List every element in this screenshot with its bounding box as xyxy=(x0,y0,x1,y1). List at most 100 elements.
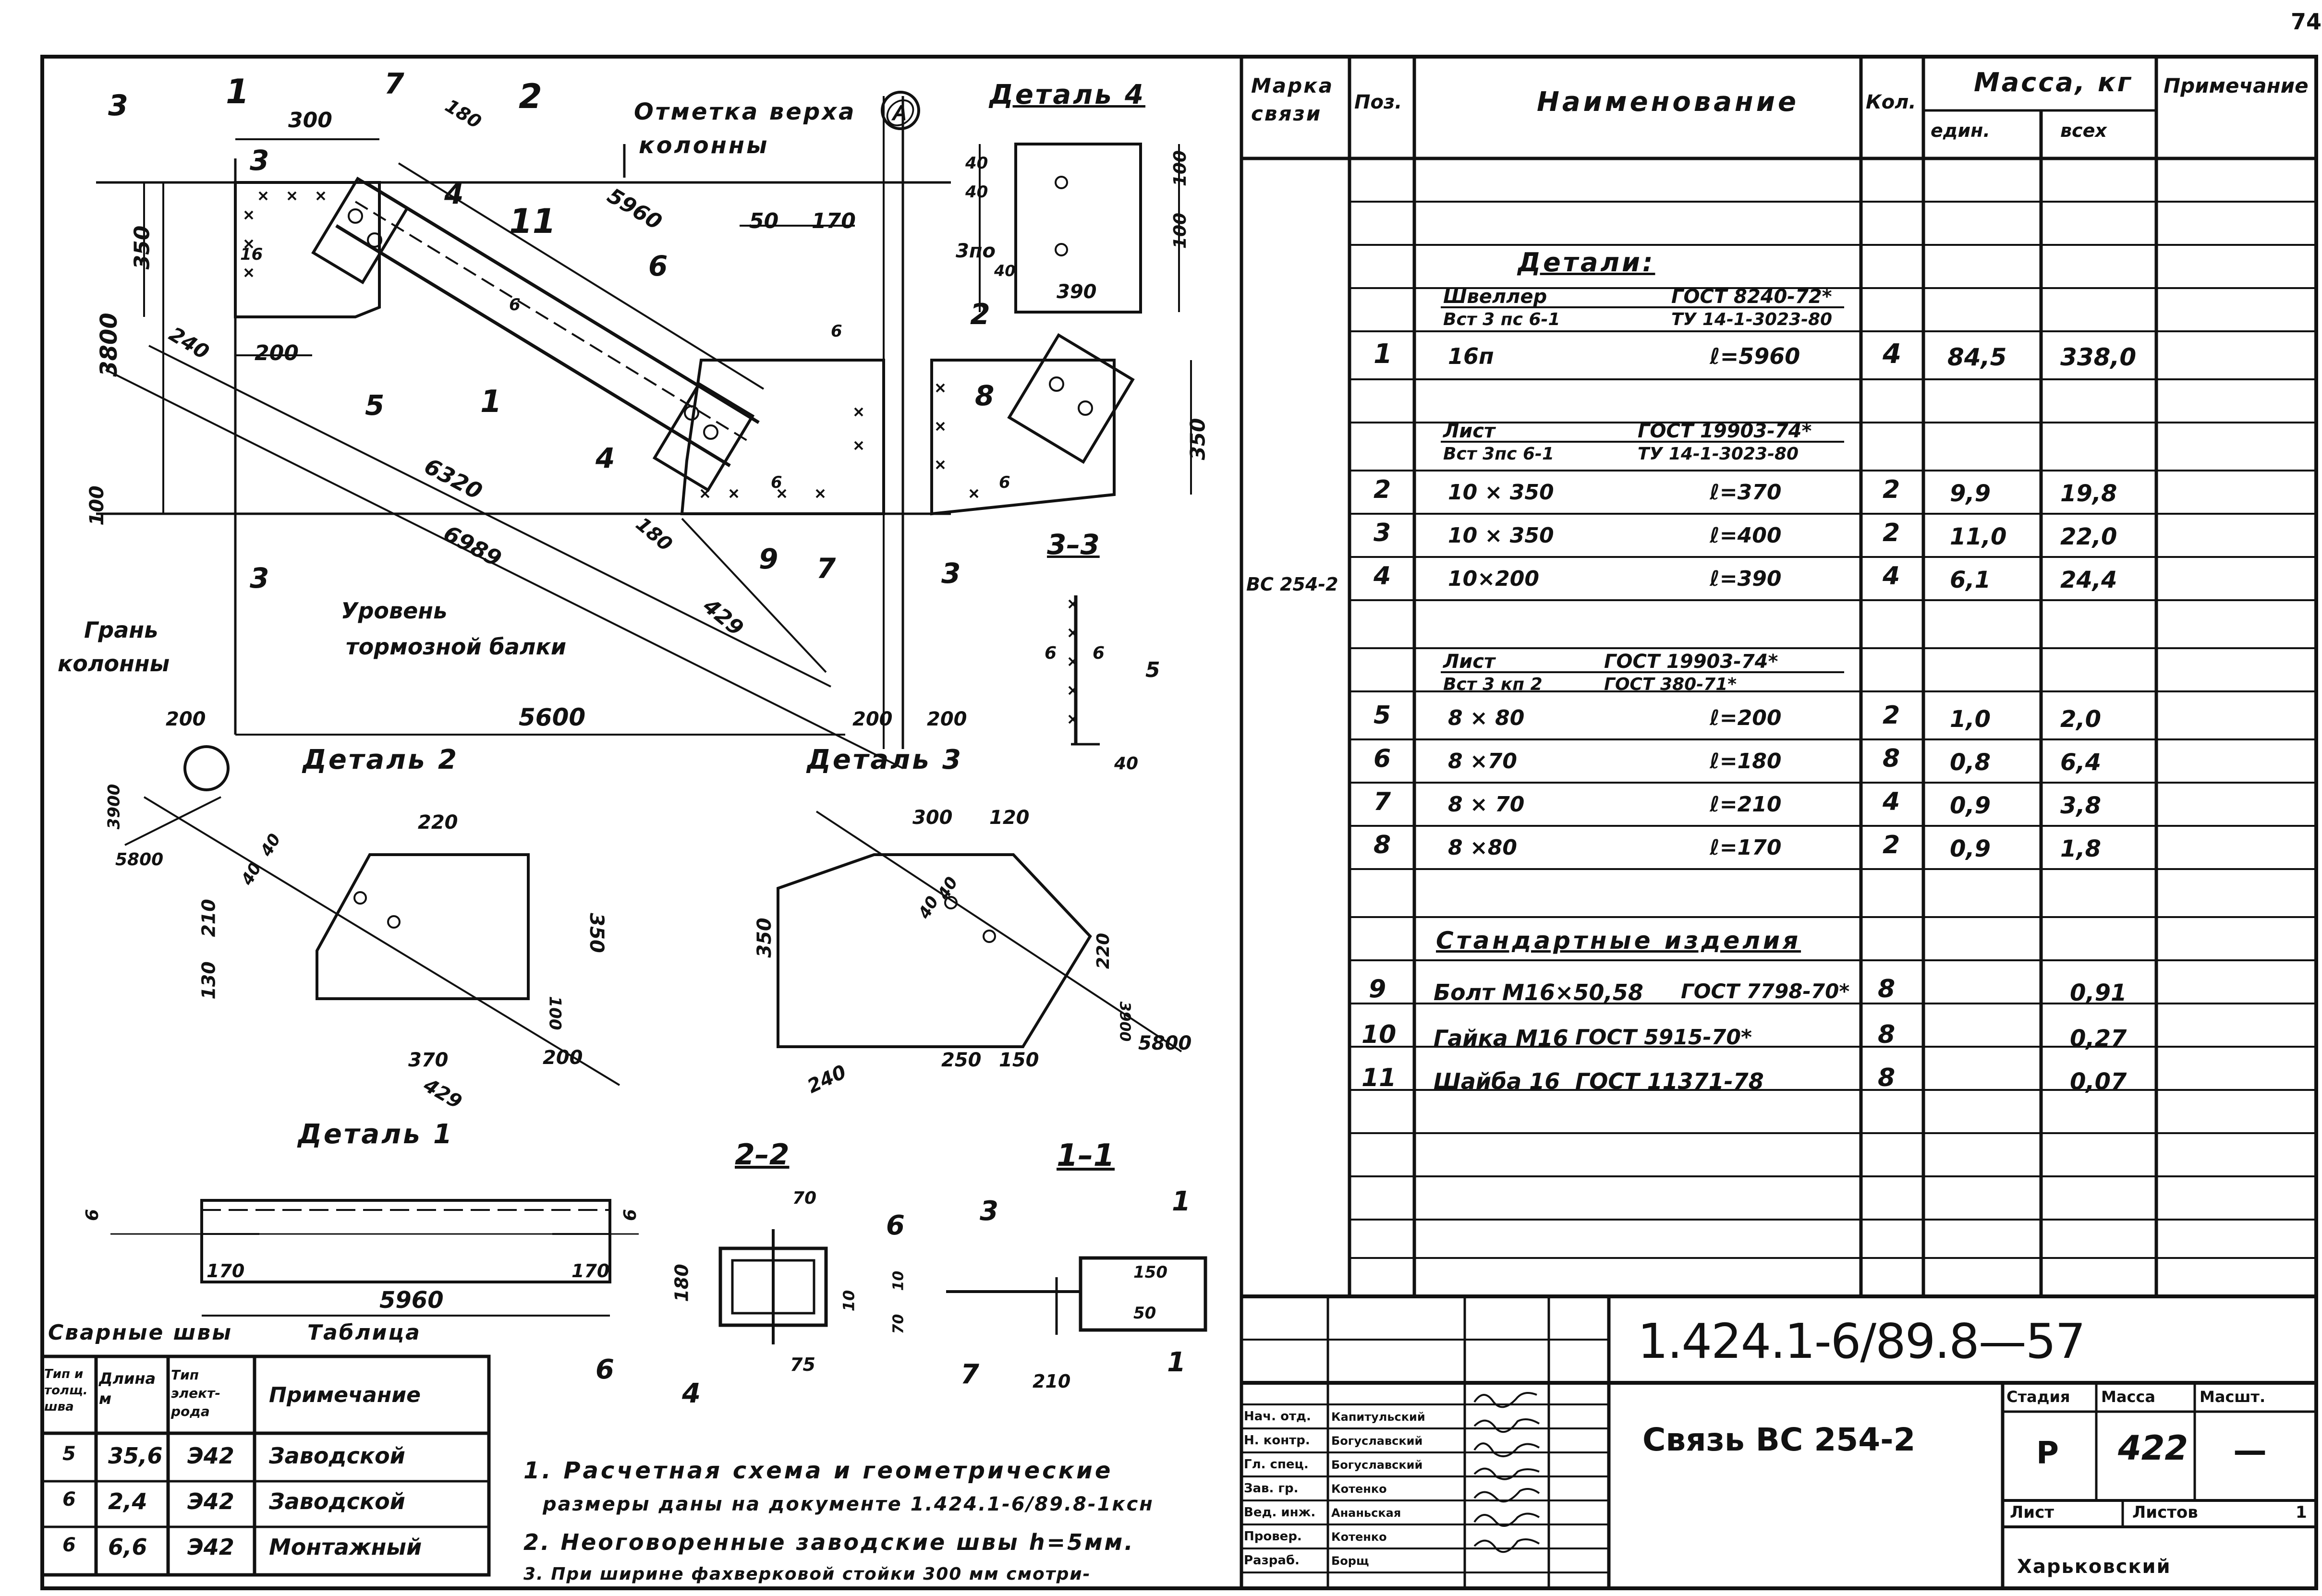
spec-mat-1-0: Швеллер xyxy=(1443,286,1547,308)
sheet-label: Лист xyxy=(2010,1503,2054,1522)
spec-section-details: Детали: xyxy=(1518,247,1655,278)
s11-dim-10: 10 xyxy=(890,1270,907,1291)
detail3-dim-1: 120 xyxy=(989,807,1030,829)
s33-dim-1: 6 xyxy=(1093,643,1105,663)
s22-callout-4: 4 xyxy=(682,1378,701,1409)
detail2-dim-6: 130 xyxy=(198,961,219,1000)
weld-row-1-length: 2,4 xyxy=(108,1488,147,1514)
spec-mat-3-0: Лист xyxy=(1443,651,1495,673)
spec-row-9-pos: 10 xyxy=(1362,1020,1397,1049)
s22-dim-3: 10 xyxy=(839,1290,858,1312)
s11-callout-3: 3 xyxy=(980,1196,998,1227)
bolt-holes xyxy=(348,176,1093,943)
dim-350: 350 xyxy=(130,225,155,270)
dim-300: 300 xyxy=(288,108,332,133)
detail3-dim-6: 3900 xyxy=(1116,1001,1133,1042)
spec-row-10-total: 0,07 xyxy=(2070,1068,2127,1095)
spec-row-0-qty: 4 xyxy=(1883,339,1901,370)
detail1-title: Деталь 1 xyxy=(298,1119,454,1150)
weld-row-2-length: 6,6 xyxy=(108,1534,147,1560)
spec-row-7-name: 8 ×80 xyxy=(1448,835,1518,860)
weld-header-length: Длина м xyxy=(99,1369,156,1408)
spec-row-9-qty: 8 xyxy=(1878,1020,1896,1049)
spec-mat-3-2: Вст 3 кп 2 xyxy=(1443,675,1543,694)
spec-row-4-name: 8 × 80 xyxy=(1448,706,1525,730)
spec-header-name: Наименование xyxy=(1537,86,1799,118)
callout-4b: 4 xyxy=(596,442,615,474)
spec-row-3-name: 10×200 xyxy=(1448,567,1539,591)
spec-row-10-pos: 11 xyxy=(1362,1064,1397,1092)
channel-centre xyxy=(354,201,750,443)
s11-dim-210: 210 xyxy=(1033,1371,1071,1392)
spec-row-6-qty: 4 xyxy=(1883,787,1900,816)
section-mark-5: 5 xyxy=(365,389,385,422)
dim-50: 50 xyxy=(749,209,779,233)
staff-role-3: Зав. гр. xyxy=(1244,1481,1299,1496)
dim-200: 200 xyxy=(255,341,299,365)
spec-row-7-len: ℓ=170 xyxy=(1710,835,1782,860)
s22-callout-6a: 6 xyxy=(886,1210,905,1241)
s11-callout-7: 7 xyxy=(960,1359,979,1390)
spec-row-2-pos: 3 xyxy=(1374,519,1391,547)
note-line-3: 3. При ширине фахверковой стойки 300 мм … xyxy=(523,1564,1091,1584)
weld-6d: 6 xyxy=(831,322,842,341)
s11-callout-1b: 1 xyxy=(1167,1347,1186,1378)
spec-row-1-qty: 2 xyxy=(1883,475,1900,504)
spec-row-6-len: ℓ=210 xyxy=(1710,792,1782,817)
weld-caption-left: Сварные швы xyxy=(48,1320,233,1345)
spec-row-4-total: 2,0 xyxy=(2060,706,2102,733)
staff-role-4: Вед. инж. xyxy=(1244,1505,1316,1520)
dim-5960-line xyxy=(398,162,765,390)
axis-bubble xyxy=(881,91,920,130)
weld-header-type: Тип и толщ. шва xyxy=(44,1367,88,1414)
detail2-dim-9: 370 xyxy=(408,1049,449,1071)
spec-mat-3-1: ГОСТ 19903-74* xyxy=(1604,651,1778,673)
dim-350b: 350 xyxy=(1186,418,1210,460)
staff-role-6: Разраб. xyxy=(1244,1553,1300,1568)
s33-dim-0: 6 xyxy=(1045,643,1057,663)
spec-row-7-total: 1,8 xyxy=(2060,835,2102,862)
spec-row-9-name: Гайка М16 xyxy=(1434,1025,1568,1051)
detail3-plate xyxy=(777,853,1092,1048)
label-column-face-2: колонны xyxy=(58,651,170,677)
label-column-top: Отметка верха xyxy=(634,98,856,125)
dim-200b: 200 xyxy=(166,708,206,730)
s22-dim-2: 75 xyxy=(790,1354,815,1375)
detail3-dim-10: 150 xyxy=(999,1049,1039,1071)
staff-name-5: Котенко xyxy=(1331,1530,1387,1544)
weld-header-electrode: Тип элект-рода xyxy=(171,1367,220,1419)
dim-6320-line xyxy=(148,345,831,688)
weld-row-2-type: 6 xyxy=(62,1534,76,1556)
dim-5600: 5600 xyxy=(519,703,586,731)
detail4-dim-0: 40 xyxy=(965,154,988,173)
dim-3800: 3800 xyxy=(95,313,122,377)
spec-row-9-total: 0,27 xyxy=(2070,1025,2127,1052)
spec-row-1-total: 19,8 xyxy=(2060,480,2117,507)
spec-section-standard: Стандартные изделия xyxy=(1436,927,1801,955)
spec-header-note: Примечание xyxy=(2164,74,2309,97)
dim-170: 170 xyxy=(812,209,856,233)
right-gusset xyxy=(930,359,1116,516)
spec-header-mass-unit: един. xyxy=(1931,120,1990,141)
spec-mat-1-1: ГОСТ 8240-72* xyxy=(1671,286,1832,308)
weld-row-2-electrode: Э42 xyxy=(187,1534,234,1560)
spec-row-2-name: 10 × 350 xyxy=(1448,523,1554,548)
detail4-title: Деталь 4 xyxy=(989,79,1145,110)
spec-row-8-total: 0,91 xyxy=(2070,979,2127,1006)
weld-row-0-note: Заводской xyxy=(269,1443,405,1469)
s11-title: 1–1 xyxy=(1057,1138,1115,1173)
spec-row-7-unit: 0,9 xyxy=(1950,835,1991,862)
staff-name-0: Капитульский xyxy=(1331,1410,1425,1424)
weld-row-1-note: Заводской xyxy=(269,1488,405,1514)
detail2-dim-2: 220 xyxy=(418,811,458,834)
spec-row-3-total: 24,4 xyxy=(2060,567,2117,593)
weld-row-0-electrode: Э42 xyxy=(187,1443,234,1469)
staff-name-2: Богуславский xyxy=(1331,1458,1423,1472)
doc-code: 1.424.1-6/89.8—57 xyxy=(1638,1313,2086,1369)
s11-dim-70: 70 xyxy=(890,1314,907,1334)
weld-row-1-type: 6 xyxy=(62,1488,76,1511)
spec-row-3-qty: 4 xyxy=(1883,562,1900,591)
spec-row-6-unit: 0,9 xyxy=(1950,792,1991,819)
spec-row-9-len: ГОСТ 5915-70* xyxy=(1575,1025,1752,1050)
spec-row-6-total: 3,8 xyxy=(2060,792,2102,819)
